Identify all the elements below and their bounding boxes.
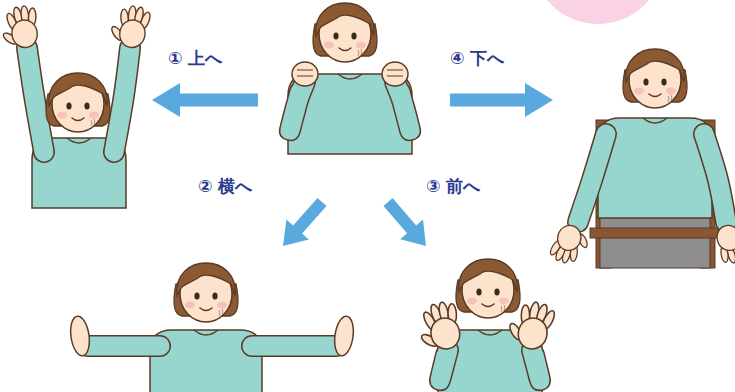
arrow-up xyxy=(152,83,258,117)
arm-outline xyxy=(578,134,606,222)
eye xyxy=(66,102,71,109)
arm xyxy=(578,134,606,222)
hand xyxy=(382,62,408,86)
palm xyxy=(427,315,463,353)
step-label: ④ 下へ xyxy=(450,48,504,68)
step-label: ① 上へ xyxy=(168,48,222,68)
arm-outline xyxy=(88,335,160,357)
step-label: ② 横へ xyxy=(198,176,252,196)
hand xyxy=(292,62,318,86)
eye xyxy=(494,288,499,295)
palm xyxy=(554,222,584,254)
eye xyxy=(351,32,356,39)
open-hand xyxy=(107,2,153,50)
arm-outline xyxy=(440,350,448,380)
wrinkle xyxy=(501,305,505,312)
arm xyxy=(114,48,130,152)
collar xyxy=(338,74,362,79)
cheek xyxy=(324,42,334,49)
fist-lines xyxy=(297,70,403,76)
cheek xyxy=(467,298,477,305)
arm xyxy=(252,337,336,356)
step-label: ③ 前へ xyxy=(426,176,480,196)
hair xyxy=(49,73,108,106)
arm-outline xyxy=(27,48,44,152)
eye xyxy=(643,78,648,85)
eye xyxy=(661,78,666,85)
arm-outline xyxy=(704,134,726,222)
open-hand xyxy=(547,221,594,269)
collar xyxy=(478,330,502,335)
arm-outline xyxy=(114,48,130,152)
hair xyxy=(316,3,375,36)
cheek xyxy=(499,298,509,305)
hair xyxy=(459,259,518,292)
cheek xyxy=(356,42,366,49)
palm xyxy=(118,18,148,50)
palm xyxy=(10,18,40,50)
palm xyxy=(515,315,551,353)
eye xyxy=(194,292,199,299)
arm xyxy=(440,350,448,380)
smile xyxy=(72,118,84,121)
palm xyxy=(714,222,735,254)
chair-seat xyxy=(590,228,720,238)
cheek xyxy=(666,88,676,95)
hair xyxy=(626,49,685,82)
arm-outline xyxy=(252,335,336,357)
wrinkle xyxy=(91,119,95,126)
smile xyxy=(339,48,351,51)
collar xyxy=(643,118,667,123)
hair xyxy=(177,263,236,296)
wrinkle xyxy=(219,309,223,316)
wrinkle xyxy=(668,95,672,102)
arm-outline xyxy=(290,82,305,130)
cheek xyxy=(89,112,99,119)
arrow-side xyxy=(283,198,327,246)
open-hand xyxy=(0,4,43,52)
arm-outline xyxy=(395,82,410,130)
open-hand xyxy=(711,219,735,267)
hand xyxy=(332,315,355,357)
decor-circle xyxy=(532,0,664,24)
smile xyxy=(200,308,212,311)
cheek xyxy=(634,88,644,95)
eye xyxy=(212,292,217,299)
eye xyxy=(476,288,481,295)
arm xyxy=(290,82,305,130)
cheek xyxy=(185,302,195,309)
wrinkle xyxy=(358,49,362,56)
arrow-front xyxy=(384,198,427,246)
collar xyxy=(194,330,218,335)
arrow-down xyxy=(450,83,553,117)
hand xyxy=(68,315,91,357)
arm xyxy=(395,82,410,130)
eye xyxy=(333,32,338,39)
smile xyxy=(649,94,661,97)
smile xyxy=(482,304,494,307)
arm xyxy=(88,337,160,356)
cheek xyxy=(217,302,227,309)
eye xyxy=(84,102,89,109)
collar xyxy=(67,138,91,143)
arm xyxy=(532,350,540,380)
arm-outline xyxy=(532,350,540,380)
finger xyxy=(734,238,735,256)
arm xyxy=(27,48,44,152)
arm xyxy=(704,134,726,222)
cheek xyxy=(57,112,67,119)
